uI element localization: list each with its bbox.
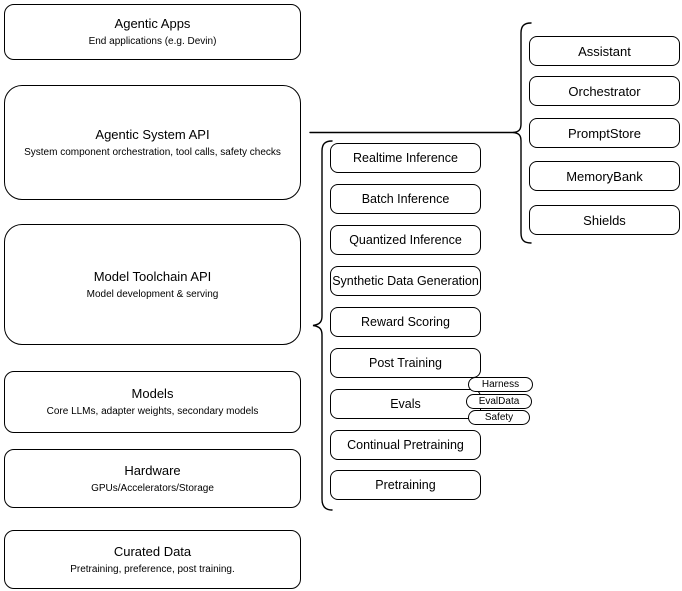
toolchain-group-brace [312,140,333,511]
node-title: Curated Data [113,543,192,559]
node-curated-data: Curated Data Pretraining, preference, po… [4,530,301,589]
evals-tag-evaldata: EvalData [466,394,532,409]
node-assistant: Assistant [529,36,680,66]
node-hardware: Hardware GPUs/Accelerators/Storage [4,449,301,508]
node-title: Agentic System API [95,126,210,142]
node-continual-pretraining: Continual Pretraining [330,430,481,460]
node-subtitle: Core LLMs, adapter weights, secondary mo… [46,406,259,417]
node-subtitle: System component orchestration, tool cal… [24,146,281,158]
node-model-toolchain-api: Model Toolchain API Model development & … [4,224,301,345]
node-synthetic-data-generation: Synthetic Data Generation [330,266,481,296]
node-subtitle: GPUs/Accelerators/Storage [91,482,214,494]
node-quantized-inference: Quantized Inference [330,225,481,255]
node-agentic-system-api: Agentic System API System component orch… [4,85,301,200]
node-shields: Shields [529,205,680,235]
node-batch-inference: Batch Inference [330,184,481,214]
node-title: Hardware [124,462,181,478]
node-title: Models [131,386,174,401]
node-evals: Evals [330,389,481,419]
node-memorybank: MemoryBank [529,161,680,191]
node-subtitle: Model development & serving [86,288,219,300]
node-agentic-apps: Agentic Apps End applications (e.g. Devi… [4,4,301,60]
node-title: Model Toolchain API [93,268,212,284]
evals-tag-safety: Safety [468,410,530,425]
evals-tag-harness: Harness [468,377,533,392]
node-reward-scoring: Reward Scoring [330,307,481,337]
system-group-brace [512,22,532,244]
node-post-training: Post Training [330,348,481,378]
node-realtime-inference: Realtime Inference [330,143,481,173]
node-subtitle: Pretraining, preference, post training. [70,563,235,575]
node-subtitle: End applications (e.g. Devin) [88,36,217,47]
node-orchestrator: Orchestrator [529,76,680,106]
node-models: Models Core LLMs, adapter weights, secon… [4,371,301,433]
node-title: Agentic Apps [114,16,191,31]
node-promptstore: PromptStore [529,118,680,148]
node-pretraining: Pretraining [330,470,481,500]
